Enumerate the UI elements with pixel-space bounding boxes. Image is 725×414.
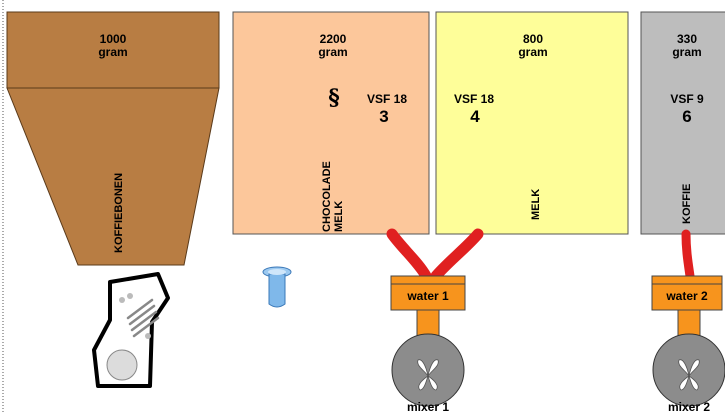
koffie-name: KOFFIE: [681, 183, 693, 224]
pump-1-neck: [416, 309, 440, 337]
bean-hopper-funnel[interactable]: [6, 87, 220, 266]
koffie-vsf: VSF 9: [670, 92, 704, 106]
fan-icon: [678, 359, 700, 391]
pump-1-label: water 1: [407, 289, 449, 303]
bean-amount-value: 1000: [99, 32, 127, 46]
cup-icon[interactable]: [262, 266, 292, 308]
mixer-2-label: mixer 2: [667, 400, 711, 414]
pump-1-top[interactable]: [390, 275, 466, 285]
pump-2-top[interactable]: [651, 275, 723, 285]
mixer-2-bowl[interactable]: [652, 333, 725, 407]
paragraph-symbol: §: [328, 85, 340, 111]
mixer-1-label: mixer 1: [406, 400, 450, 414]
mixer-1-bowl[interactable]: [391, 333, 465, 407]
melk-name: MELK: [530, 188, 542, 220]
melk-vsf: VSF 18: [453, 92, 495, 106]
grinder-icon[interactable]: [92, 272, 170, 388]
pump-2-body[interactable]: [651, 283, 723, 311]
hose-chocolade: [386, 228, 432, 282]
fan-icon: [417, 359, 439, 391]
chocolade-amount: 2200 gram: [311, 33, 355, 59]
container-chocolade[interactable]: [232, 11, 430, 235]
melk-amount: 800 gram: [508, 33, 558, 59]
melk-amount-unit: gram: [518, 45, 548, 59]
container-melk[interactable]: [435, 11, 629, 235]
chocolade-name: CHOCOLADE MELK: [321, 161, 345, 232]
bean-amount: 1000 gram: [93, 33, 133, 59]
melk-amount-value: 800: [522, 32, 544, 46]
koffie-amount-value: 330: [676, 32, 698, 46]
koffie-amount-unit: gram: [672, 45, 702, 59]
koffie-number: 6: [682, 107, 692, 126]
chocolade-number: 3: [379, 107, 389, 126]
melk-number: 4: [470, 107, 480, 126]
chocolade-amount-value: 2200: [319, 32, 347, 46]
koffie-amount: 330 gram: [665, 33, 709, 59]
chocolade-vsf: VSF 18: [366, 92, 408, 106]
container-koffie[interactable]: [640, 11, 725, 235]
pump-2-neck: [677, 309, 701, 337]
hose-melk: [430, 228, 484, 282]
bean-amount-unit: gram: [98, 45, 128, 59]
chocolade-name-line1: CHOCOLADE: [321, 161, 333, 232]
chocolade-name-line2: MELK: [333, 200, 345, 232]
pump-2-label: water 2: [666, 289, 708, 303]
bean-name: KOFFIEBONEN: [113, 172, 125, 253]
chocolade-amount-unit: gram: [318, 45, 348, 59]
hose-koffie: [681, 229, 695, 281]
